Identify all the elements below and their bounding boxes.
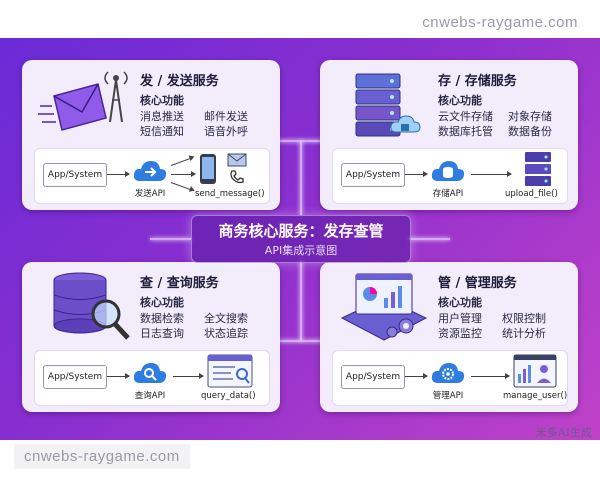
api-label: 发送API: [134, 189, 166, 199]
cloud-search-icon: [131, 359, 169, 387]
feature-item: 全文搜索: [204, 312, 248, 325]
feature-item: 状态追踪: [204, 327, 248, 340]
api-flow: App/System 发送API send_message(): [34, 148, 270, 204]
connector-line: [150, 238, 191, 240]
flow-arrow: [405, 373, 428, 379]
cloud-database-icon: [429, 157, 467, 185]
feature-item: 资源监控: [438, 327, 482, 340]
server-icon: [523, 151, 553, 187]
watermark-top: cnwebs-raygame.com: [412, 10, 588, 35]
flow-arrow: [173, 373, 204, 379]
feature-item: 对象存储: [508, 110, 552, 123]
server-stack-icon: [334, 66, 432, 146]
card-heading: 存 / 存储服务: [438, 74, 517, 89]
connector-line: [278, 340, 322, 342]
app-system-box: App/System: [341, 163, 405, 187]
api-flow: App/System 查询API query_data(): [34, 350, 270, 406]
core-functions-label: 核心功能: [438, 94, 482, 107]
function-label: send_message(): [195, 189, 265, 199]
app-system-box: App/System: [341, 365, 405, 389]
watermark-bottom: cnwebs-raygame.com: [14, 444, 190, 469]
function-label: query_data(): [201, 391, 256, 401]
feature-item: 数据备份: [508, 125, 552, 138]
feature-item: 用户管理: [438, 312, 482, 325]
api-label: 管理API: [432, 391, 464, 401]
card-heading: 管 / 管理服务: [438, 276, 517, 291]
feature-item: 权限控制: [502, 312, 546, 325]
card-heading: 查 / 查询服务: [140, 276, 219, 291]
flow-arrow: [107, 373, 130, 379]
core-functions-label: 核心功能: [140, 296, 184, 309]
flow-arrow: [471, 373, 510, 379]
envelope-antenna-icon: [36, 66, 134, 146]
core-functions-label: 核心功能: [438, 296, 482, 309]
api-flow: App/System 存储API upload_file(): [332, 148, 568, 204]
flow-arrow: [171, 171, 196, 177]
connector-line: [278, 140, 322, 142]
feature-item: 数据检索: [140, 312, 184, 325]
flow-arrow: [405, 171, 428, 177]
search-window-icon: [207, 354, 253, 388]
hub-title: 商务核心服务：发存查管: [218, 222, 384, 240]
feature-item: 日志查询: [140, 327, 184, 340]
connector-line: [300, 261, 302, 341]
call-icon: [229, 169, 245, 185]
manage-service-card: 管 / 管理服务 核心功能 用户管理 权限控制 资源监控 统计分析 App/Sy…: [320, 262, 578, 412]
feature-item: 消息推送: [140, 110, 184, 123]
flow-arrow: [107, 171, 130, 177]
dashboard-icon: [513, 354, 557, 388]
api-label: 存储API: [432, 189, 464, 199]
phone-icon: [199, 153, 217, 185]
card-heading: 发 / 发送服务: [140, 74, 219, 89]
flow-arrow: [471, 171, 512, 177]
core-functions-label: 核心功能: [140, 94, 184, 107]
flow-arrow: [170, 156, 194, 166]
central-hub: 商务核心服务：发存查管 API集成示意图: [191, 215, 411, 263]
brand-mark: 米多AI生成: [535, 426, 592, 439]
app-system-box: App/System: [43, 365, 107, 389]
feature-item: 云文件存储: [438, 110, 493, 123]
cloud-gear-icon: [429, 359, 467, 387]
cloud-icon: [131, 157, 169, 185]
send-service-card: 发 / 发送服务 核心功能 消息推送 邮件发送 短信通知 语音外呼 App/Sy…: [22, 60, 280, 210]
dashboard-gears-icon: [334, 268, 432, 348]
api-flow: App/System 管理API manage_user(): [332, 350, 568, 406]
mail-icon: [227, 152, 247, 167]
connector-line: [300, 140, 302, 215]
database-search-icon: [36, 268, 134, 348]
connector-line: [409, 238, 450, 240]
query-service-card: 查 / 查询服务 核心功能 数据检索 全文搜索 日志查询 状态追踪 App/Sy…: [22, 262, 280, 412]
app-system-box: App/System: [43, 163, 107, 187]
feature-item: 数据库托管: [438, 125, 493, 138]
feature-item: 短信通知: [140, 125, 184, 138]
feature-item: 邮件发送: [204, 110, 248, 123]
feature-item: 语音外呼: [204, 125, 248, 138]
store-service-card: 存 / 存储服务 核心功能 云文件存储 对象存储 数据库托管 数据备份 App/…: [320, 60, 578, 210]
function-label: manage_user(): [503, 391, 568, 401]
feature-item: 统计分析: [502, 327, 546, 340]
api-label: 查询API: [134, 391, 166, 401]
function-label: upload_file(): [505, 189, 558, 199]
hub-subtitle: API集成示意图: [264, 244, 338, 257]
